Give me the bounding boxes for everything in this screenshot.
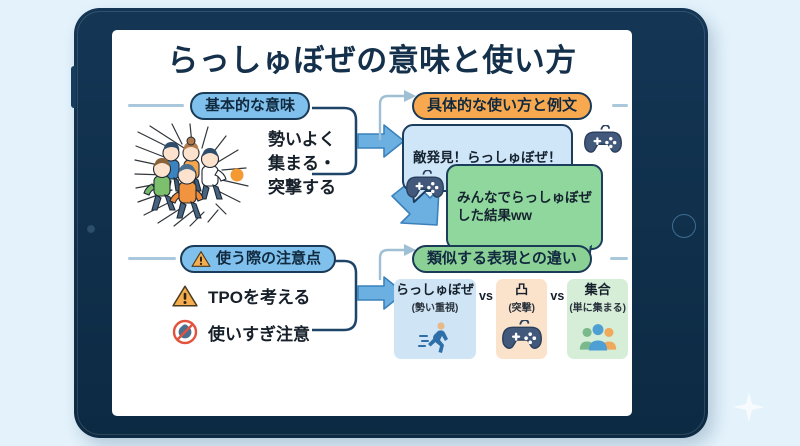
front-camera-icon <box>88 226 94 232</box>
tablet-screen: らっしゅぼぜの意味と使い方 <box>112 30 632 416</box>
running-person-icon <box>418 317 452 355</box>
header-basic-meaning-label: 基本的な意味 <box>205 97 296 114</box>
page-title-container: らっしゅぼぜの意味と使い方 <box>112 43 632 83</box>
caution-item-label: 使いすぎ注意 <box>208 324 310 344</box>
section-comparison: 類似する表現との違い らっしゅぼぜ (勢い重視) <box>388 245 628 380</box>
section-cautions: 使う際の注意点 TPOを考える 使いすぎ注意 <box>128 245 378 375</box>
connector-line-right <box>610 257 628 260</box>
comparison-cards: らっしゅぼぜ (勢い重視) v <box>394 279 628 359</box>
connector-line-right <box>612 104 628 107</box>
gamepad-icon <box>406 170 444 198</box>
person-orange-front <box>169 164 204 219</box>
tablet-device: らっしゅぼぜの意味と使い方 <box>71 8 708 438</box>
vs-separator: vs <box>479 289 493 303</box>
gamepad-icon <box>584 125 622 153</box>
header-basic-meaning[interactable]: 基本的な意味 <box>190 92 311 121</box>
speech-bubble-example-2: みんなでらっしゅぼぜ した結果ww <box>446 164 603 261</box>
comparison-card-title: らっしゅぼぜ <box>396 282 475 297</box>
header-comparison-label: 類似する表現との違い <box>427 250 577 267</box>
comparison-card[interactable]: らっしゅぼぜ (勢い重視) <box>394 279 477 359</box>
header-cautions[interactable]: 使う際の注意点 <box>180 245 337 274</box>
comparison-card-subtitle: (突撃) <box>508 302 535 314</box>
caution-item: TPOを考える <box>172 283 310 308</box>
vs-separator: vs <box>550 289 565 303</box>
warning-triangle-icon <box>191 251 211 268</box>
group-people-icon <box>578 317 618 355</box>
home-button[interactable] <box>672 214 696 238</box>
no-person-prohibited-icon <box>172 319 198 345</box>
caution-item: 使いすぎ注意 <box>172 319 310 345</box>
page-title: らっしゅぼぜの意味と使い方 <box>167 43 577 78</box>
gamepad-icon <box>501 317 542 355</box>
volume-button[interactable] <box>71 66 76 108</box>
basic-meaning-body: 勢いよく 集まる・ 突撃する <box>268 130 336 198</box>
accent-dot <box>230 168 244 182</box>
speech-bubble-example-2-text: みんなでらっしゅぼぜ した結果ww <box>457 189 592 223</box>
section-usage-examples: 具体的な使い方と例文 敵発見！らっしゅぼぜ！ みんなでらっしゅぼぜ した結果ww <box>388 92 628 261</box>
running-crowd-illustration <box>134 123 249 227</box>
comparison-card[interactable]: 凸 (突撃) <box>495 279 548 359</box>
speech-bubble-example-1-text: 敵発見！らっしゅぼぜ！ <box>413 149 562 165</box>
caution-item-label: TPOを考える <box>208 288 311 307</box>
warning-triangle-icon <box>172 284 198 307</box>
person-green <box>143 158 176 211</box>
comparison-card-title: 凸 <box>515 282 529 297</box>
connector-line-left <box>128 104 184 107</box>
header-usage-examples[interactable]: 具体的な使い方と例文 <box>412 92 593 121</box>
comparison-card-subtitle: (単に集まる) <box>569 302 626 314</box>
infographic: らっしゅぼぜの意味と使い方 <box>112 30 632 416</box>
comparison-card[interactable]: 集合 (単に集まる) <box>567 279 628 359</box>
header-cautions-label: 使う際の注意点 <box>216 250 322 267</box>
comparison-card-title: 集合 <box>584 282 611 297</box>
connector-line-left <box>128 257 176 260</box>
comparison-card-subtitle: (勢い重視) <box>411 302 459 314</box>
section-basic-meaning: 基本的な意味 <box>128 92 378 227</box>
header-usage-examples-label: 具体的な使い方と例文 <box>427 97 578 114</box>
header-comparison[interactable]: 類似する表現との違い <box>412 245 592 274</box>
person-white <box>200 148 227 200</box>
sparkle-decoration <box>733 391 765 423</box>
